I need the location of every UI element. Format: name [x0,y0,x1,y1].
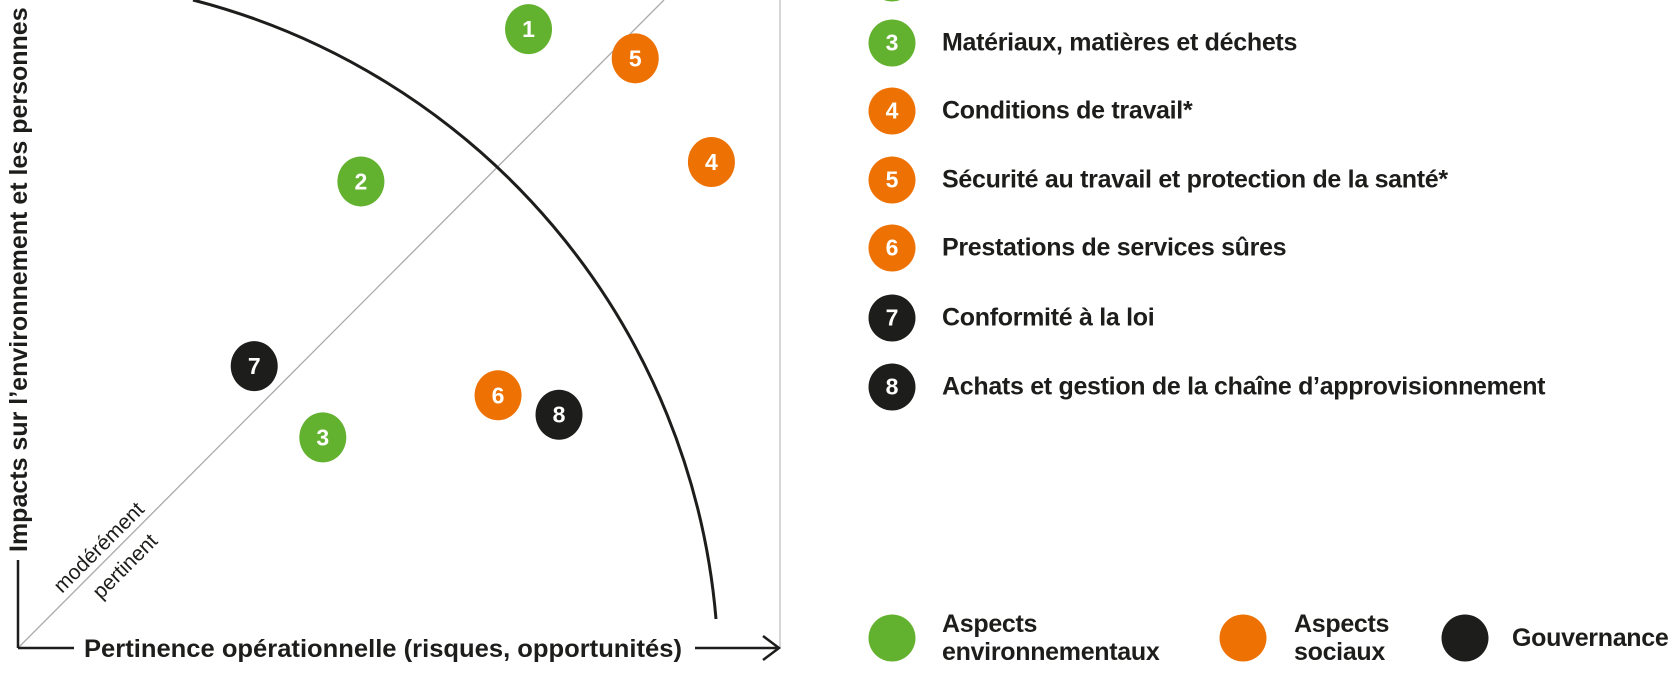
data-point-label: 1 [522,16,535,42]
data-point-marker [611,33,659,84]
legend-number-badge: 3 [868,19,916,67]
data-point-2: 2 [337,156,385,207]
data-point-label: 4 [705,149,718,175]
x-axis-label: Pertinence opérationnelle (risques, oppo… [84,635,682,663]
legend-item-text: Conformité à la loi [942,303,1155,332]
category-label-line1: Aspects [942,610,1038,638]
legend-number-badge: 6 [868,224,916,272]
data-point-label: 7 [248,353,261,379]
data-point-6: 6 [474,370,522,421]
category-swatch [1441,614,1489,662]
data-point-marker [474,370,522,421]
data-point-marker [687,137,735,187]
category-swatch [1219,614,1267,662]
legend-number-badge: 8 [868,363,916,411]
legend-item-text: Conditions de travail* [942,96,1193,125]
legend-item-text: Sécurité au travail et protection de la … [942,165,1448,194]
data-point-label: 2 [355,168,368,194]
data-point-marker [337,156,385,207]
category-label-line1: Aspects [1294,610,1390,638]
materiality-matrix: Pertinence opérationnelle (risques, oppo… [5,0,782,663]
category-label-line2: environnementaux [942,638,1160,666]
legend-number-badge: 7 [868,294,916,342]
relevance-threshold-arc [192,0,718,620]
legend-item-text: Achats et gestion de la chaîne d’approvi… [942,372,1546,401]
data-point-1: 1 [505,4,553,55]
data-point-label: 8 [553,402,566,428]
data-point-label: 6 [492,382,505,408]
category-label: Gouvernance [1512,624,1669,652]
legend-marker-partial [868,0,916,2]
data-point-marker [230,341,278,392]
data-point-marker [299,412,347,463]
data-point-8: 8 [535,389,583,440]
category-label-line1: Gouvernance [1512,624,1669,652]
data-point-label: 3 [316,424,329,450]
legend-number-badge: 5 [868,156,916,204]
legend-item-text: Matériaux, matières et déchets [942,28,1298,57]
diagonal-line [17,0,665,649]
category-label-line2: sociaux [1294,638,1386,666]
data-point-marker [535,389,583,440]
data-point-label: 5 [629,45,642,71]
legend-number-badge: 4 [868,87,916,135]
y-axis-label: Impacts sur l’environnement et les perso… [5,0,33,552]
category-swatch [868,614,916,662]
data-point-7: 7 [230,341,278,392]
data-point-3: 3 [299,412,347,463]
data-point-4: 4 [687,137,735,187]
legend-item-text: Prestations de services sûres [942,233,1287,262]
data-point-5: 5 [611,33,659,84]
data-point-marker [505,4,553,55]
x-axis-arrow-icon [762,635,782,661]
